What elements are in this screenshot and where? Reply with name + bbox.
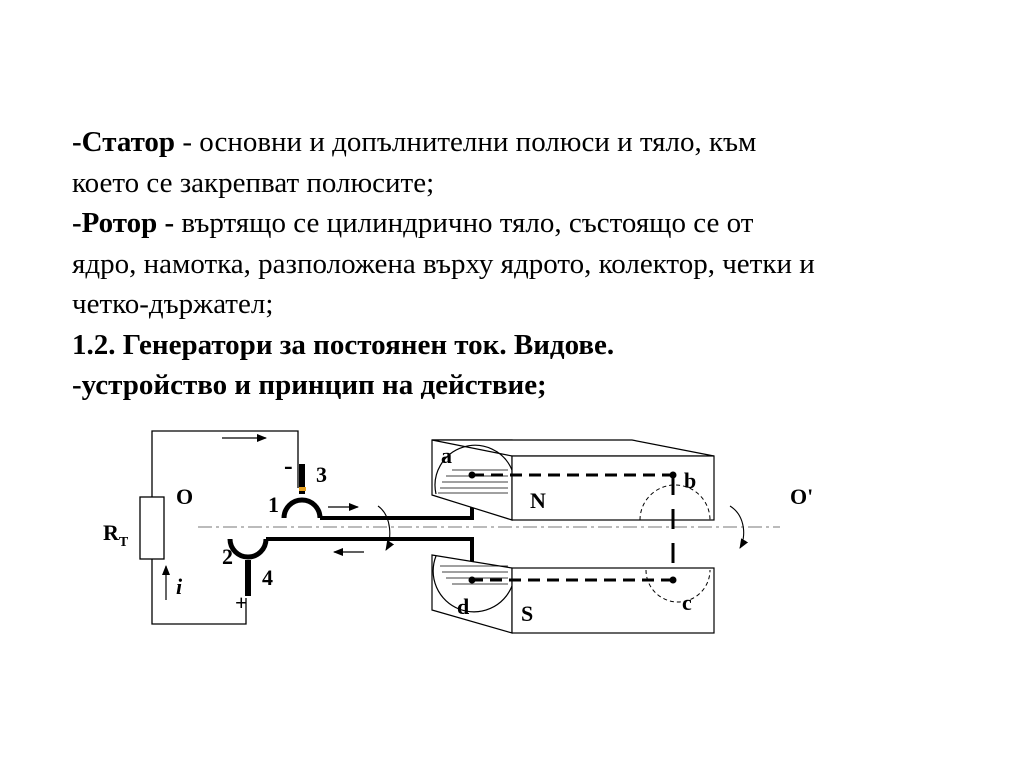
paragraph-stator-1: -Статор - основни и допълнителни полюси … <box>72 126 757 158</box>
axis-right-label: O' <box>790 484 813 509</box>
node-c <box>669 576 677 584</box>
pole-label-n: N <box>530 488 546 513</box>
node-a <box>468 471 476 479</box>
brush-label-3: 3 <box>316 462 327 487</box>
subsection-heading: -устройство и принцип на действие; <box>72 369 547 401</box>
node-b <box>669 471 677 479</box>
commutator-ring-bottom <box>227 538 269 560</box>
pole-label-s: S <box>521 601 533 626</box>
brush-contact-top <box>299 487 306 491</box>
paragraph-rotor-1: -Ротор - въртящо се цилиндрично тяло, съ… <box>72 207 754 239</box>
point-label-c: c <box>682 590 692 615</box>
rotation-arrow-right <box>729 505 749 549</box>
pole-north <box>431 439 715 521</box>
plus-label: + <box>235 590 248 615</box>
resistor-label: RT <box>103 520 129 550</box>
pole-south <box>431 554 715 634</box>
paragraph-rotor-2: ядро, намотка, разположена върху ядрото,… <box>72 247 815 280</box>
point-label-a: a <box>441 443 452 468</box>
commutator-ring-top <box>281 497 323 519</box>
load-resistor <box>139 496 165 560</box>
rotation-arrow-left <box>377 505 395 551</box>
point-label-d: d <box>457 594 469 619</box>
brush-label-4: 4 <box>262 565 273 590</box>
node-d <box>468 576 476 584</box>
paragraph-rotor-3: четко-държател; <box>72 288 274 320</box>
point-label-b: b <box>684 468 696 493</box>
brush-label-2: 2 <box>222 544 233 569</box>
brush-label-1: 1 <box>268 492 279 517</box>
slide-text: -Статор - основни и допълнителни полюси … <box>72 122 972 406</box>
section-heading: 1.2. Генератори за постоянен ток. Видове… <box>72 328 615 361</box>
current-label: i <box>176 574 183 599</box>
axis-left-label: O <box>176 484 193 509</box>
paragraph-stator-2: което се закрепват полюсите; <box>72 166 435 199</box>
minus-label: - <box>284 451 293 480</box>
